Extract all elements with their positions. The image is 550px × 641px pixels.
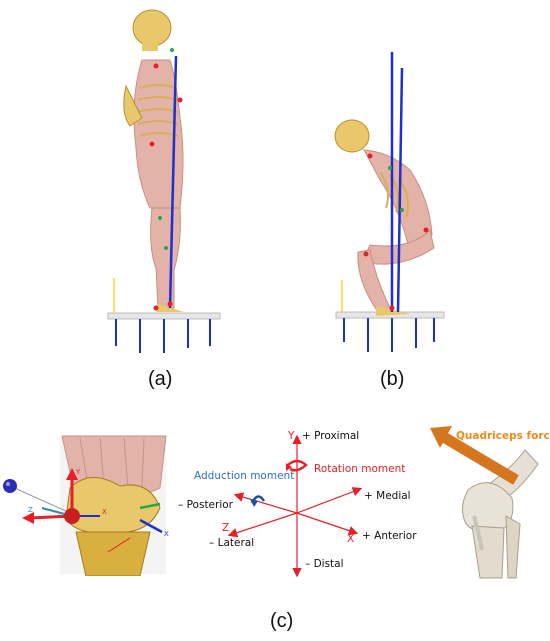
rotation-moment-label: Rotation moment bbox=[314, 463, 406, 475]
squat-skeleton-figure bbox=[334, 52, 445, 352]
adduction-moment-label: Adduction moment bbox=[194, 470, 295, 482]
anterior-axis bbox=[296, 512, 359, 536]
proximal-label: + Proximal bbox=[302, 430, 360, 442]
rotation-moment-icon bbox=[287, 459, 308, 472]
skull bbox=[334, 119, 370, 153]
standing-skeleton-figure bbox=[107, 9, 221, 353]
lateral-label: – Lateral bbox=[209, 537, 255, 549]
distal-label: – Distal bbox=[305, 558, 344, 570]
posterior-label: – Posterior bbox=[178, 499, 233, 511]
marker-sphere bbox=[3, 479, 17, 493]
knee-model-figure: Y X Z X bbox=[3, 435, 169, 576]
knee-axis-gizmo bbox=[22, 468, 163, 553]
gizmo-x-label: X bbox=[102, 508, 107, 516]
medial-label: + Medial bbox=[364, 490, 411, 502]
quadriceps-force-label: Quadriceps force bbox=[456, 430, 550, 442]
legs bbox=[150, 207, 181, 309]
lateral-axis bbox=[227, 512, 298, 538]
ground-reaction-force bbox=[168, 55, 178, 309]
quadriceps-force-arrow bbox=[439, 431, 519, 485]
axes-diagram bbox=[227, 434, 363, 578]
gizmo-y-label: Y bbox=[75, 468, 81, 476]
gizmo-z-label: Z bbox=[28, 506, 33, 514]
skull bbox=[132, 9, 172, 47]
anterior-label: + Anterior bbox=[362, 530, 417, 542]
force-plate-legs bbox=[115, 319, 211, 353]
x-label: X bbox=[347, 533, 355, 545]
caption-c: (c) bbox=[270, 610, 294, 632]
posterior-axis bbox=[233, 492, 298, 514]
y-label: Y bbox=[288, 430, 295, 442]
z-label: Z bbox=[222, 522, 230, 534]
caption-a: (a) bbox=[148, 368, 173, 390]
force-plate-legs bbox=[343, 318, 435, 352]
quadriceps-knee-figure bbox=[430, 426, 539, 579]
force-plate bbox=[107, 312, 221, 320]
caption-b: (b) bbox=[380, 368, 405, 390]
gizmo-x2-label: X bbox=[164, 530, 169, 538]
medial-axis bbox=[296, 487, 363, 514]
tibia bbox=[75, 531, 151, 576]
